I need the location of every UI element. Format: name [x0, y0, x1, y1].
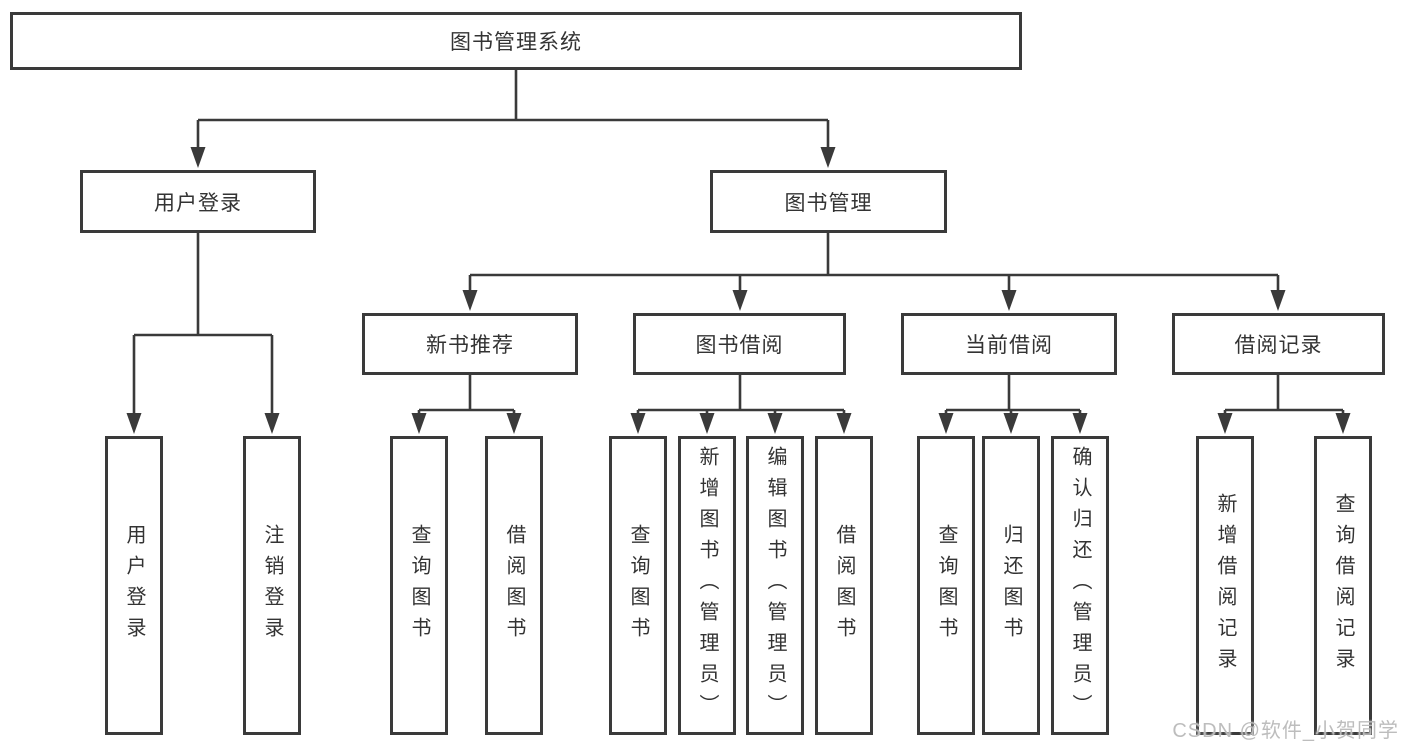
leaf-query-borrow-record: 查询借阅记录 — [1314, 436, 1372, 735]
node-user-login: 用户登录 — [80, 170, 316, 233]
node-new-book-recommend: 新书推荐 — [362, 313, 578, 375]
leaf-borrow-book-recommend-label: 借阅图书 — [503, 523, 525, 648]
node-current-borrow: 当前借阅 — [901, 313, 1117, 375]
leaf-edit-book-admin: 编辑图书（管理员） — [746, 436, 804, 735]
leaf-query-book-current-label: 查询图书 — [935, 523, 957, 648]
csdn-watermark: CSDN @软件_小贺同学 — [1172, 720, 1399, 742]
leaf-confirm-return-admin: 确认归还（管理员） — [1051, 436, 1109, 735]
leaf-return-book-label: 归还图书 — [1000, 523, 1022, 648]
leaf-logout-label: 注销登录 — [261, 523, 283, 648]
leaf-query-borrow-record-label: 查询借阅记录 — [1332, 492, 1354, 679]
leaf-add-book-admin-label: 新增图书（管理员） — [696, 446, 718, 725]
node-book-borrow: 图书借阅 — [633, 313, 846, 375]
leaf-user-login: 用户登录 — [105, 436, 163, 735]
node-root: 图书管理系统 — [10, 12, 1022, 70]
leaf-user-login-label: 用户登录 — [123, 523, 145, 648]
leaf-add-borrow-record-label: 新增借阅记录 — [1214, 492, 1236, 679]
leaf-query-book-current: 查询图书 — [917, 436, 975, 735]
node-book-management: 图书管理 — [710, 170, 947, 233]
leaf-query-book-recommend: 查询图书 — [390, 436, 448, 735]
leaf-query-book-borrow: 查询图书 — [609, 436, 667, 735]
leaf-borrow-book-borrow: 借阅图书 — [815, 436, 873, 735]
node-borrow-record: 借阅记录 — [1172, 313, 1385, 375]
leaf-return-book: 归还图书 — [982, 436, 1040, 735]
leaf-borrow-book-recommend: 借阅图书 — [485, 436, 543, 735]
leaf-borrow-book-borrow-label: 借阅图书 — [833, 523, 855, 648]
leaf-add-book-admin: 新增图书（管理员） — [678, 436, 736, 735]
leaf-query-book-recommend-label: 查询图书 — [408, 523, 430, 648]
leaf-add-borrow-record: 新增借阅记录 — [1196, 436, 1254, 735]
leaf-logout: 注销登录 — [243, 436, 301, 735]
leaf-confirm-return-admin-label: 确认归还（管理员） — [1069, 446, 1091, 725]
leaf-edit-book-admin-label: 编辑图书（管理员） — [764, 446, 786, 725]
leaf-query-book-borrow-label: 查询图书 — [627, 523, 649, 648]
